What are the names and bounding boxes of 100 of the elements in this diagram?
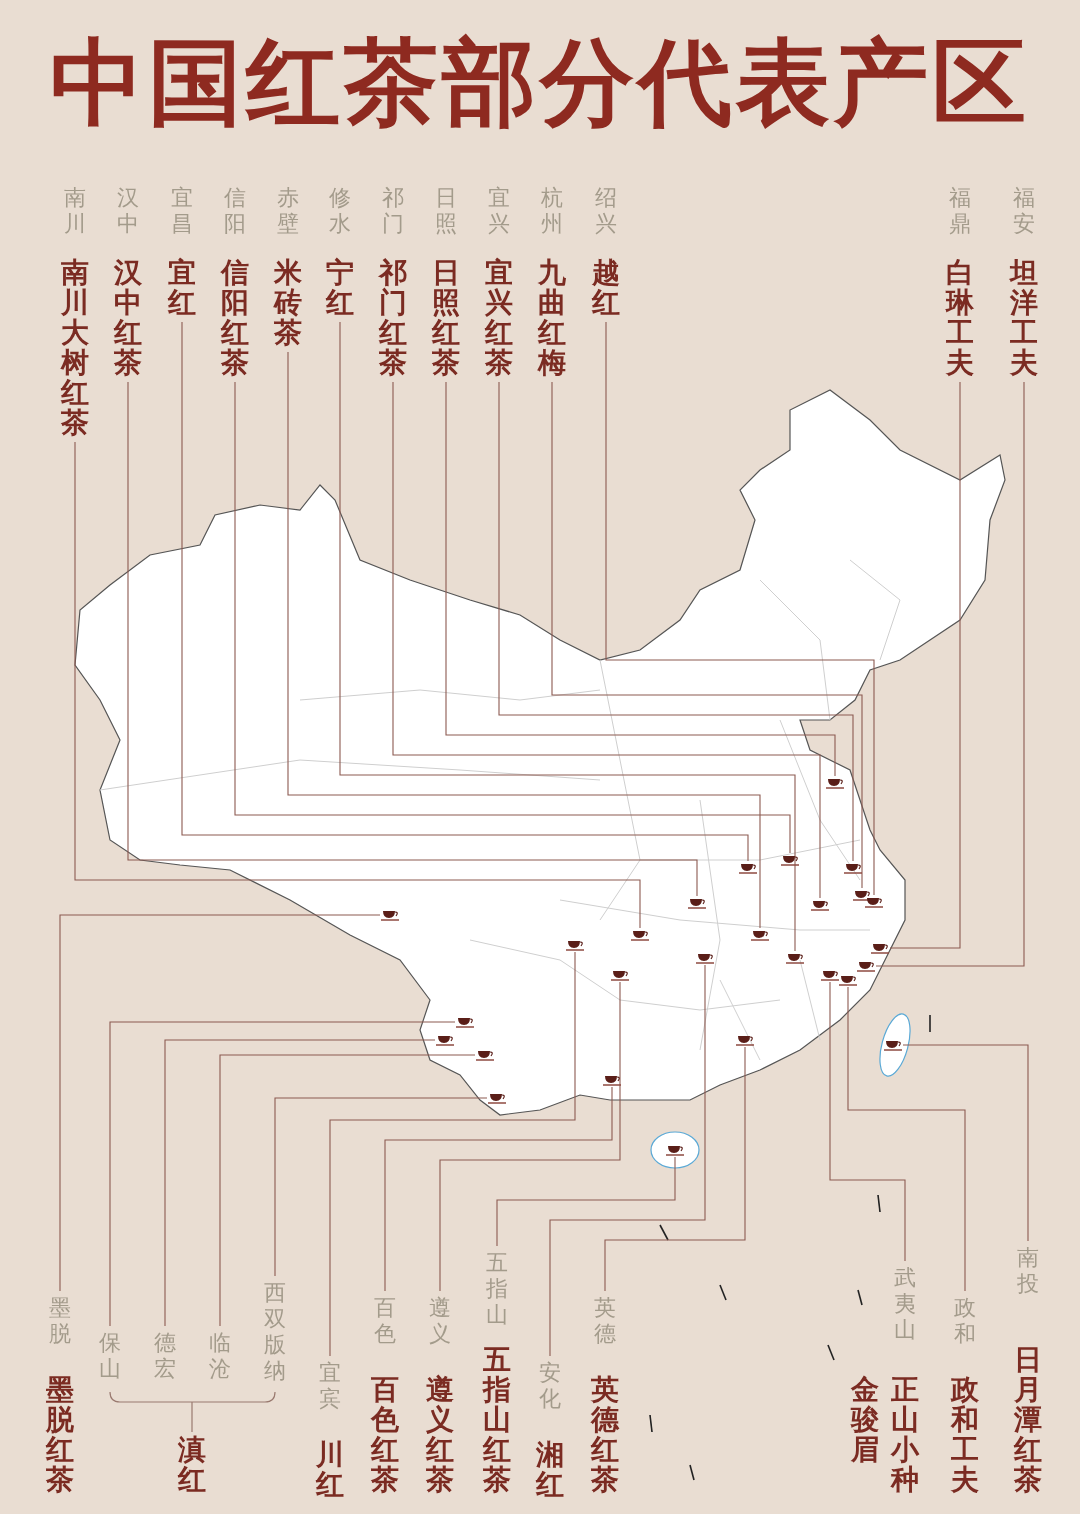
tea-name: 白琳工夫 [944, 258, 975, 378]
place-label: 百色 [373, 1295, 397, 1347]
tea-name: 汉中红茶 [112, 258, 143, 378]
place-label: 祁门 [381, 185, 405, 237]
tea-name: 南川大树红茶 [59, 258, 90, 438]
place-label: 福鼎 [948, 185, 972, 237]
leader-line [605, 321, 875, 896]
leader-line [496, 1156, 676, 1247]
place-label: 绍兴 [594, 185, 618, 237]
teacup-icon [487, 1091, 507, 1105]
teacup-icon [380, 908, 400, 922]
teacup-icon [785, 951, 805, 965]
tea-name: 政和工夫 [949, 1375, 980, 1495]
leader-line [339, 321, 796, 952]
leader-line [445, 381, 836, 777]
leader-line [549, 964, 706, 1357]
leader-line [181, 321, 749, 862]
place-label: 墨脱 [48, 1295, 72, 1347]
place-label: 临沧 [208, 1330, 232, 1382]
place-label: 英德 [593, 1295, 617, 1347]
teacup-icon [455, 1015, 475, 1029]
tea-name: 越红 [590, 258, 621, 318]
teacup-icon [843, 861, 863, 875]
tea-name: 日月潭红茶 [1012, 1345, 1043, 1495]
teacup-icon [820, 968, 840, 982]
place-label: 信阳 [223, 185, 247, 237]
title: 中国红茶部分代表产区 [49, 26, 1031, 139]
leader-line [234, 381, 791, 854]
teacup-icon [687, 896, 707, 910]
teacup-icon [695, 951, 715, 965]
teacup-icon [738, 861, 758, 875]
tea-name: 英德红茶 [589, 1375, 621, 1495]
teacup-icon [630, 928, 650, 942]
place-label: 福安 [1012, 185, 1036, 237]
leader-line [551, 381, 863, 889]
teacup-icon [838, 973, 858, 987]
leader-line [59, 914, 381, 1292]
tea-name: 五指山红茶 [481, 1345, 512, 1495]
tea-name: 遵义红茶 [424, 1375, 455, 1495]
tea-name: 湘红 [534, 1440, 565, 1500]
place-label: 五指山 [485, 1250, 509, 1328]
leader-line [384, 1086, 613, 1292]
teacup-icon [610, 968, 630, 982]
teacup-icon [825, 776, 845, 790]
place-label: 赤壁 [276, 185, 300, 237]
teacup-icon [665, 1143, 685, 1157]
teacup-icon [870, 941, 890, 955]
tea-name: 日照红茶 [430, 258, 461, 378]
leader-line [74, 441, 641, 929]
teacup-icon [735, 1033, 755, 1047]
tea-name: 墨脱红茶 [44, 1375, 75, 1495]
place-label: 宜昌 [170, 185, 194, 237]
tea-name: 宜红 [166, 258, 197, 318]
leader-line [127, 381, 698, 897]
teacup-icon [883, 1038, 903, 1052]
leader-line [392, 381, 821, 899]
teacup-icon [810, 898, 830, 912]
place-label: 安化 [538, 1360, 562, 1412]
tea-name: 川红 [314, 1440, 345, 1500]
teacup-icon [856, 959, 876, 973]
teacup-icon [565, 938, 585, 952]
tea-name: 宁红 [324, 258, 355, 318]
place-label: 宜宾 [318, 1360, 342, 1412]
leader-line [889, 381, 961, 949]
tea-name: 正山小种 [889, 1375, 920, 1495]
leader-line [829, 981, 906, 1262]
tea-name: 滇红 [176, 1435, 207, 1495]
teacup-icon [780, 853, 800, 867]
leader-line [287, 351, 761, 929]
leader-line [219, 1054, 476, 1327]
tea-name: 九曲红梅 [536, 258, 567, 378]
place-label: 政和 [953, 1295, 977, 1347]
leader-line [498, 381, 854, 862]
leader-line [439, 981, 621, 1292]
tea-name: 金骏眉 [849, 1375, 880, 1468]
tea-name: 米砖茶 [272, 258, 303, 348]
leader-line [847, 986, 966, 1292]
place-label: 德宏 [153, 1330, 177, 1382]
teacup-icon [750, 928, 770, 942]
leader-line [164, 1039, 436, 1327]
place-label: 汉中 [116, 185, 140, 237]
teacup-icon [852, 888, 872, 902]
leader-line [329, 951, 576, 1357]
place-label: 日照 [434, 185, 458, 237]
place-label: 修水 [328, 185, 352, 237]
leader-line [604, 1046, 746, 1292]
leader-line [109, 1021, 456, 1327]
leader-line [875, 381, 1025, 967]
teacup-icon [864, 895, 884, 909]
place-label: 遵义 [428, 1295, 452, 1347]
tea-name: 坦洋工夫 [1008, 258, 1039, 378]
place-label: 宜兴 [487, 185, 511, 237]
place-label: 南投 [1016, 1245, 1040, 1297]
place-label: 武夷山 [893, 1265, 917, 1343]
place-label: 南川 [63, 185, 87, 237]
place-label: 保山 [98, 1330, 122, 1382]
tea-name: 宜兴红茶 [483, 258, 514, 378]
tea-name: 信阳红茶 [219, 258, 250, 378]
place-label: 杭州 [540, 185, 564, 237]
teacup-icon [435, 1033, 455, 1047]
